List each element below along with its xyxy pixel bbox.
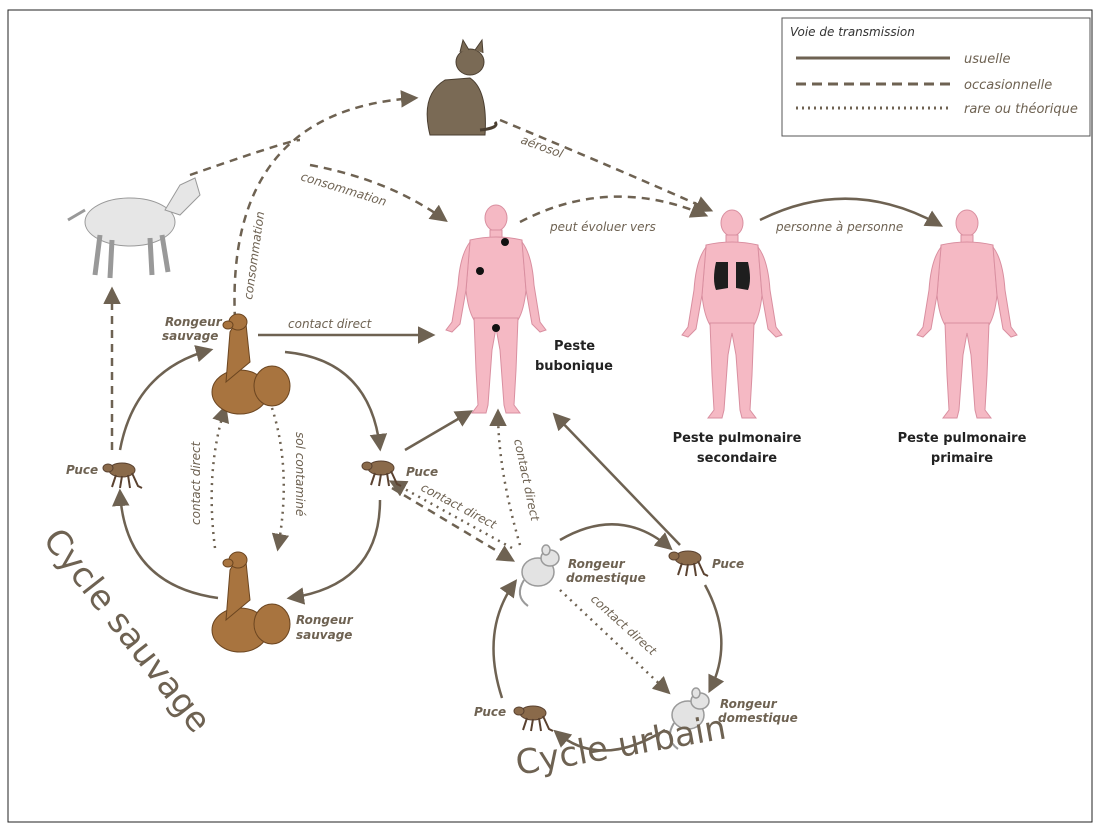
consommation-diag-label: consommation <box>299 169 388 208</box>
flea-mid <box>362 461 401 486</box>
cat-image <box>427 40 496 135</box>
peste-bubonique-line2: bubonique <box>535 359 613 374</box>
wild-rodent-bottom <box>212 552 290 652</box>
contact-direct-urban-label: contact direct <box>588 592 660 659</box>
legend-label-usuelle: usuelle <box>964 52 1010 67</box>
arrow-puce-to-rodent-wild <box>120 350 210 450</box>
rongeur-sauvage-top-1: Rongeur <box>165 315 223 329</box>
legend-label-rare: rare ou théorique <box>964 102 1078 117</box>
human-secondaire <box>682 210 782 418</box>
puce-urban-left-label: Puce <box>474 705 506 719</box>
arrow-dom-rodent-to-human <box>498 412 520 545</box>
contact-direct-human-rongeur-label: contact direct <box>511 438 542 524</box>
rongeur-dom-bottom-1: Rongeur <box>720 697 778 711</box>
arrow-contact-direct-wild <box>212 408 225 548</box>
bubo-groin <box>492 324 500 332</box>
contact-direct-puce-rongeur-label: contact direct <box>419 480 500 532</box>
puce-mid-label: Puce <box>406 465 438 479</box>
bubo-neck <box>501 238 509 246</box>
consommation-vertical-label: consommation <box>241 210 267 300</box>
arrow-puce-to-human <box>405 412 470 450</box>
peste-primaire-line1: Peste pulmonaire <box>898 431 1027 446</box>
rongeur-sauvage-bottom-1: Rongeur <box>296 613 354 627</box>
flea-left <box>103 463 142 488</box>
peste-secondaire-line1: Peste pulmonaire <box>673 431 802 446</box>
arrow-urban-2 <box>705 585 721 690</box>
arrow-peut-evoluer <box>520 197 705 222</box>
flea-urban-right <box>669 551 708 576</box>
personne-a-personne-label: personne à personne <box>775 220 903 234</box>
rongeur-dom-top-1: Rongeur <box>568 557 626 571</box>
dom-rodent-top <box>520 545 559 606</box>
cycle-sauvage-title: Cycle sauvage <box>35 521 219 740</box>
peste-primaire-line2: primaire <box>931 451 993 466</box>
arrows <box>112 98 940 751</box>
peste-secondaire-line2: secondaire <box>697 451 777 466</box>
human-bubonique <box>446 205 546 413</box>
arrow-rodent-to-puce-left <box>120 492 218 598</box>
human-primaire <box>917 210 1017 418</box>
rongeur-sauvage-top-2: sauvage <box>162 329 218 343</box>
rongeur-dom-bottom-2: domestique <box>718 711 798 725</box>
puce-left-label: Puce <box>66 463 98 477</box>
arrow-goat-to-cat-part <box>190 140 300 175</box>
legend-label-occasionnelle: occasionnelle <box>964 78 1052 93</box>
rongeur-sauvage-bottom-2: sauvage <box>296 628 352 642</box>
flea-urban-left <box>514 706 553 731</box>
peste-bubonique-line1: Peste <box>554 339 595 354</box>
wild-rodent-top <box>212 314 290 414</box>
sol-contamine-label: sol contaminé <box>293 432 307 516</box>
arrow-dom-rodent-to-puce <box>392 482 512 548</box>
arrow-urban-4 <box>494 582 515 698</box>
goat-image <box>68 178 200 278</box>
arrow-rodent-to-cat <box>235 98 416 320</box>
legend: Voie de transmission usuelle occasionnel… <box>782 18 1090 136</box>
legend-title: Voie de transmission <box>790 25 915 39</box>
contact-direct-top-label: contact direct <box>288 317 373 331</box>
puce-urban-right-label: Puce <box>712 557 744 571</box>
arrow-sol-contamine <box>272 408 284 548</box>
arrow-urban-1 <box>560 524 670 548</box>
rongeur-dom-top-2: domestique <box>566 571 646 585</box>
contact-direct-wild-label: contact direct <box>189 440 203 525</box>
peut-evoluer-label: peut évoluer vers <box>549 220 656 234</box>
bubo-axilla <box>476 267 484 275</box>
